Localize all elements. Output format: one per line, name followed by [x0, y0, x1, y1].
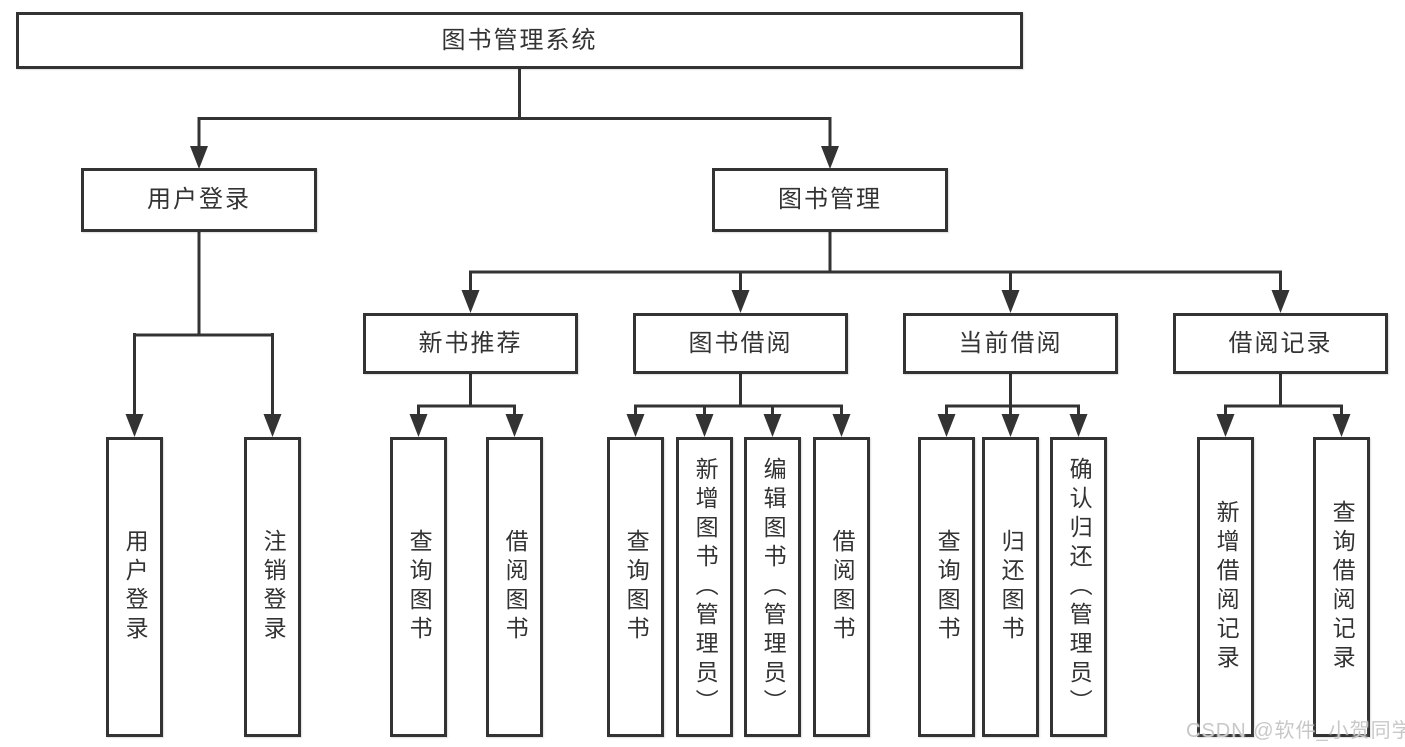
node-root-label: 图书管理系统	[441, 26, 598, 54]
leaf-user-login-label: 用户登录	[122, 529, 149, 645]
leaf-add-book-admin-label: 新增图书（管理员）	[692, 456, 719, 718]
node-book-borrowing-label: 图书借阅	[688, 329, 793, 357]
leaf-query-books-2-label: 查询图书	[623, 529, 650, 645]
leaf-user-login: 用户登录	[106, 437, 163, 737]
leaf-borrow-books-1: 借阅图书	[486, 437, 543, 737]
node-borrowing-records: 借阅记录	[1173, 313, 1388, 374]
leaf-query-books-3-label: 查询图书	[934, 529, 961, 645]
watermark-text: CSDN @软件_小贺同学	[1186, 720, 1405, 742]
node-new-book-recommend-label: 新书推荐	[418, 329, 523, 357]
leaf-borrow-books-2-label: 借阅图书	[829, 529, 856, 645]
node-root: 图书管理系统	[16, 12, 1023, 69]
leaf-logout-label: 注销登录	[260, 529, 287, 645]
node-user-login: 用户登录	[81, 168, 317, 232]
leaf-borrow-books-2: 借阅图书	[813, 437, 870, 737]
leaf-query-borrow-record-label: 查询借阅记录	[1329, 500, 1356, 674]
leaf-return-book-label: 归还图书	[998, 529, 1025, 645]
leaf-add-borrow-record-label: 新增借阅记录	[1213, 500, 1240, 674]
leaf-query-borrow-record: 查询借阅记录	[1313, 437, 1370, 737]
node-new-book-recommend: 新书推荐	[363, 313, 578, 374]
leaf-query-books-3: 查询图书	[918, 437, 975, 737]
leaf-borrow-books-1-label: 借阅图书	[502, 529, 529, 645]
node-borrowing-records-label: 借阅记录	[1228, 329, 1333, 357]
node-book-management-label: 图书管理	[778, 186, 882, 213]
leaf-edit-book-admin: 编辑图书（管理员）	[744, 437, 801, 737]
leaf-query-books-1: 查询图书	[390, 437, 447, 737]
leaf-add-book-admin: 新增图书（管理员）	[676, 437, 733, 737]
leaf-add-borrow-record: 新增借阅记录	[1197, 437, 1254, 737]
node-current-borrowing-label: 当前借阅	[958, 329, 1063, 357]
leaf-edit-book-admin-label: 编辑图书（管理员）	[760, 456, 787, 718]
leaf-confirm-return-admin-label: 确认归还（管理员）	[1066, 456, 1093, 718]
leaf-query-books-2: 查询图书	[607, 437, 664, 737]
node-book-management: 图书管理	[712, 168, 948, 232]
leaf-confirm-return-admin: 确认归还（管理员）	[1050, 437, 1107, 737]
leaf-query-books-1-label: 查询图书	[406, 529, 433, 645]
node-user-login-label: 用户登录	[147, 186, 251, 213]
node-book-borrowing: 图书借阅	[633, 313, 848, 374]
leaf-logout: 注销登录	[244, 437, 301, 737]
leaf-return-book: 归还图书	[982, 437, 1039, 737]
node-current-borrowing: 当前借阅	[903, 313, 1118, 374]
